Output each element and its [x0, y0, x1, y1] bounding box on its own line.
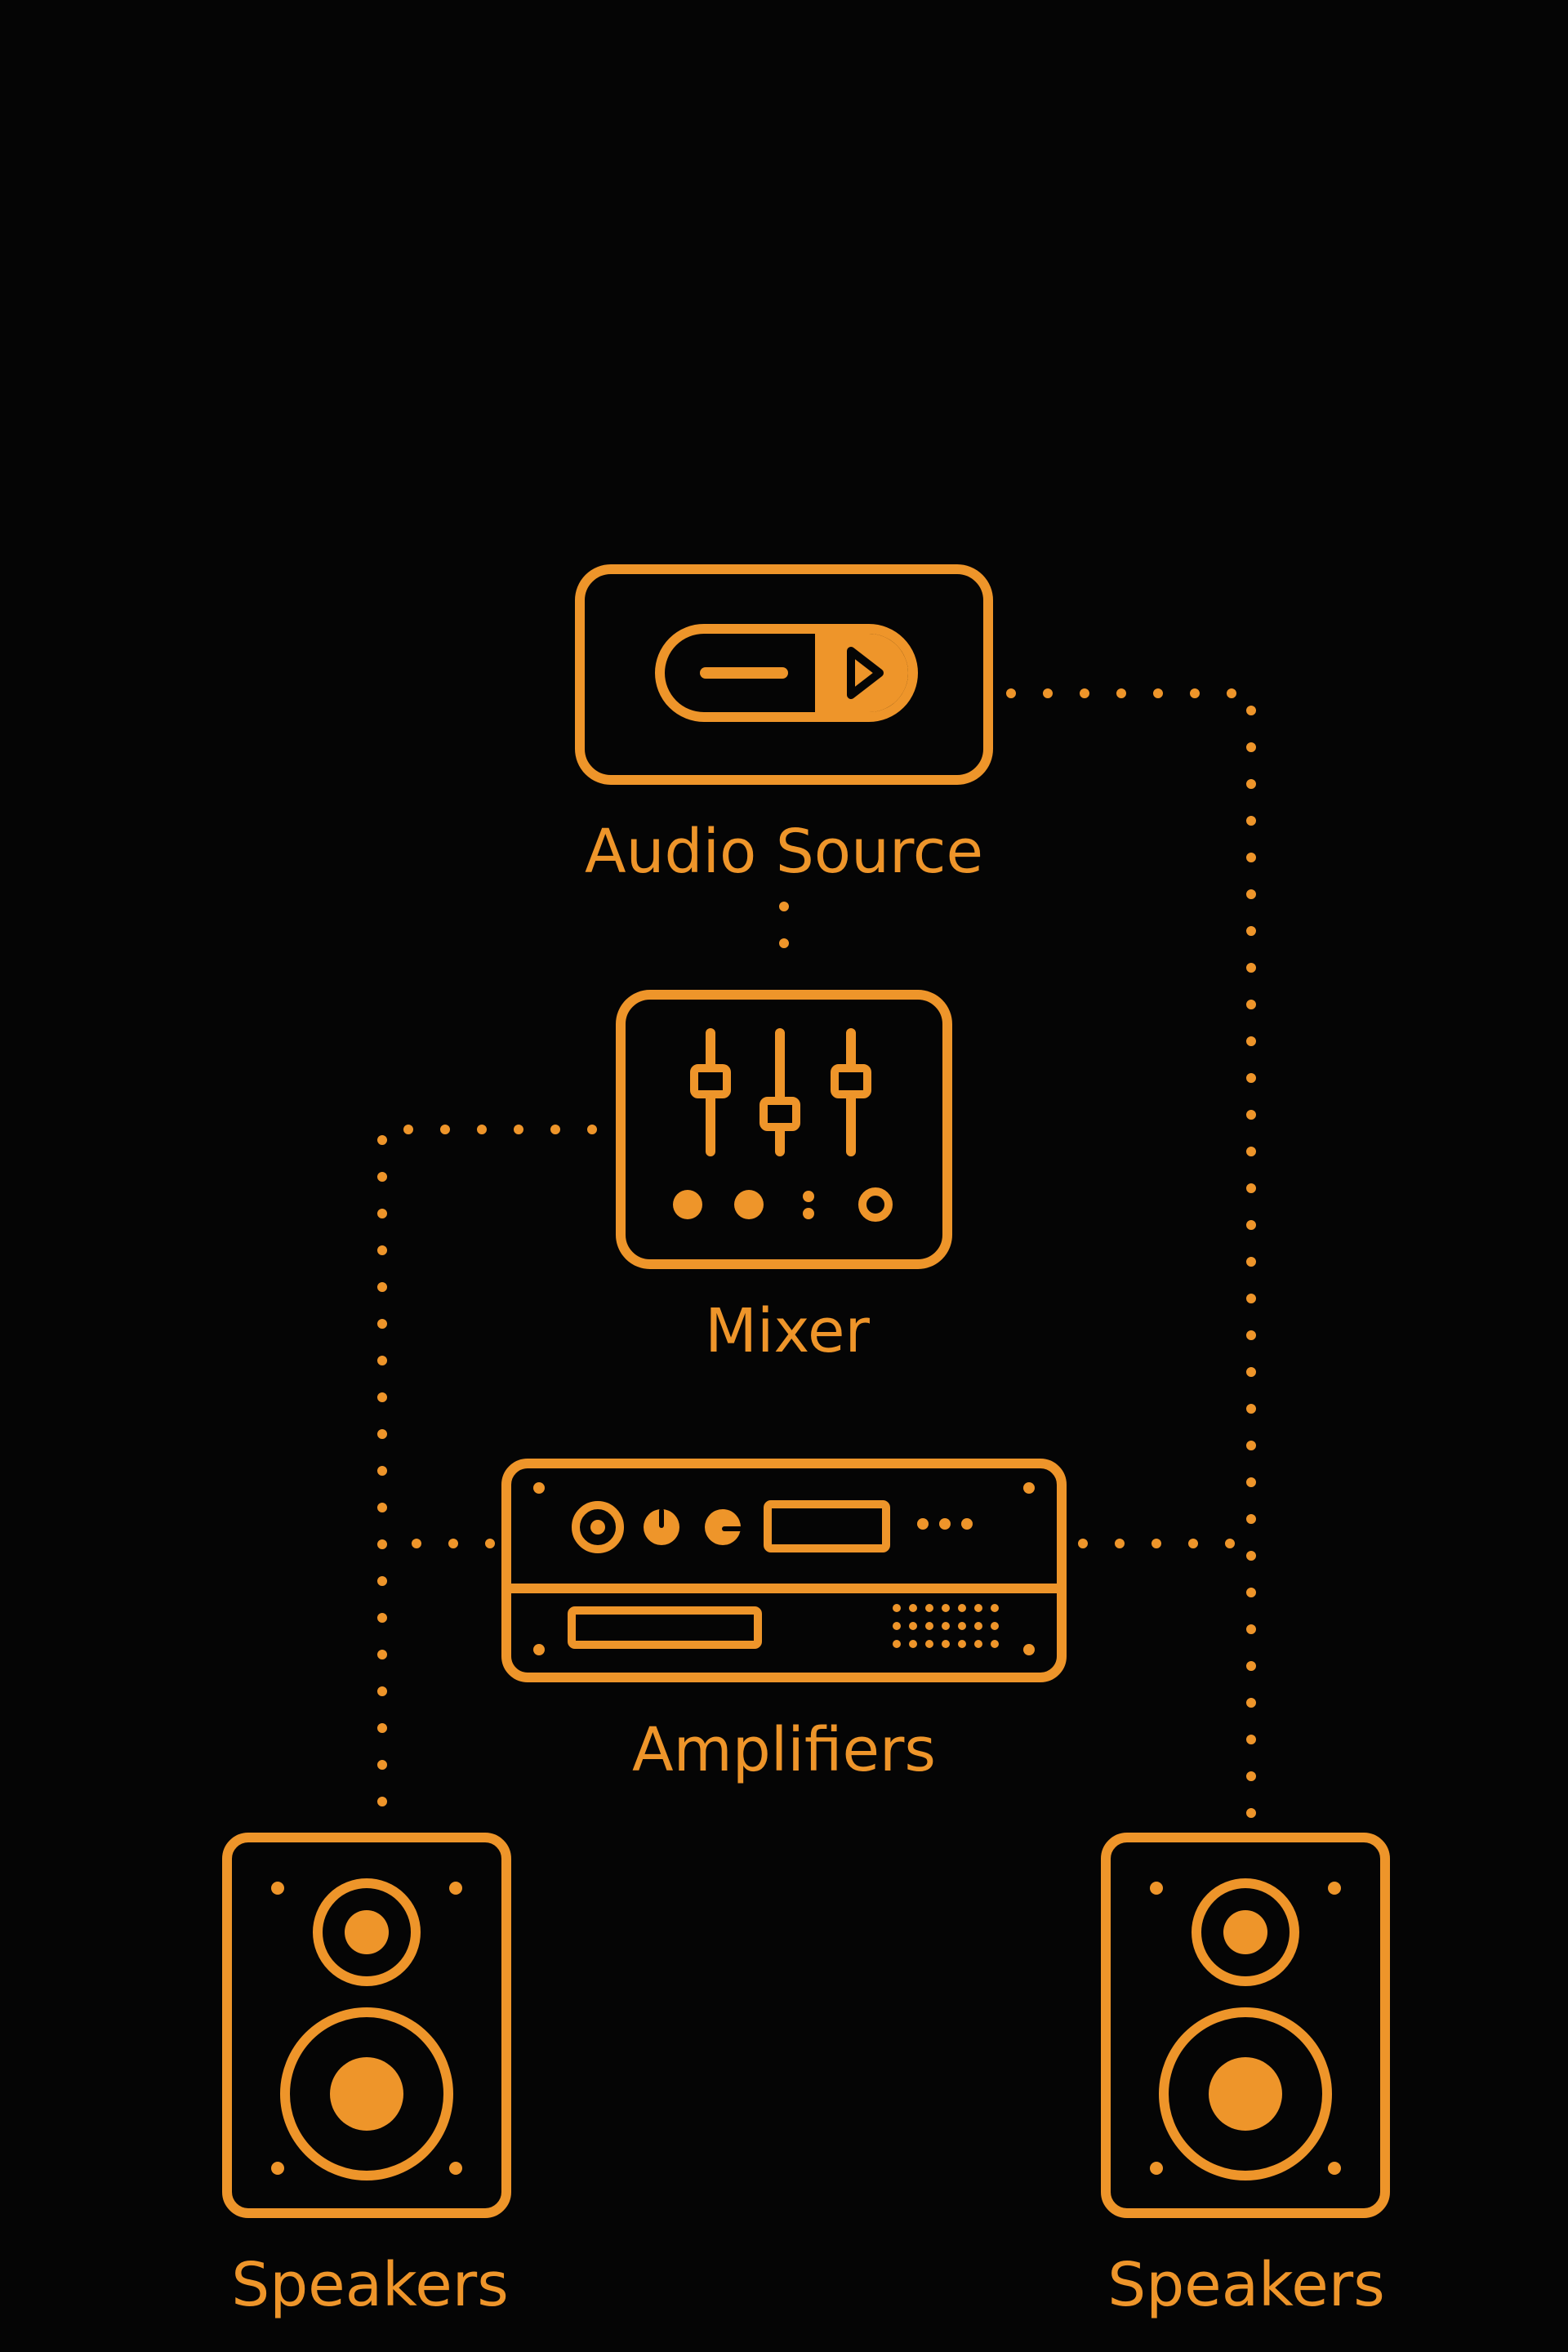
audio-player-icon — [575, 564, 993, 785]
speaker-right-node[interactable]: Speakers — [1101, 1833, 1390, 2320]
amplifiers-node[interactable]: Amplifiers — [501, 1459, 1067, 1785]
speaker-icon — [1101, 1833, 1390, 2218]
audio-source-label: Audio Source — [585, 817, 983, 887]
mixer-label: Mixer — [705, 1296, 870, 1366]
amplifiers-label: Amplifiers — [632, 1715, 936, 1785]
amplifier-rack-icon — [501, 1459, 1067, 1682]
speaker-icon — [222, 1833, 511, 2218]
mixer-node[interactable]: Mixer — [616, 990, 952, 1366]
mixer-faders-icon — [616, 990, 952, 1269]
speaker-right-label: Speakers — [1107, 2250, 1385, 2320]
connector-source-to-right-speaker — [1006, 688, 1256, 1828]
connector-mixer-to-left-speaker — [377, 1125, 597, 1828]
speaker-left-label: Speakers — [231, 2250, 509, 2320]
speaker-left-node[interactable]: Speakers — [222, 1833, 511, 2320]
audio-source-node[interactable]: Audio Source — [575, 564, 993, 887]
